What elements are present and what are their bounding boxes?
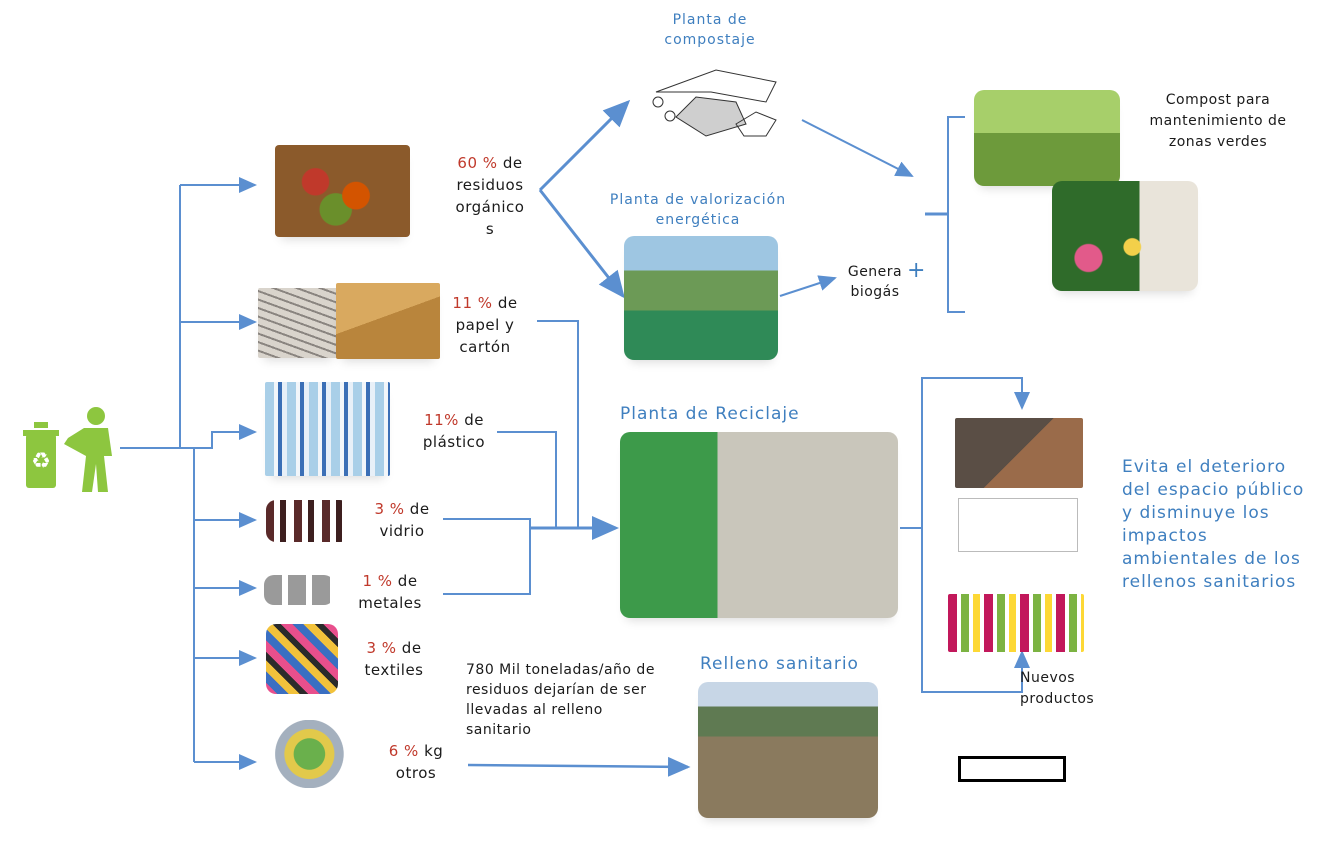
organic-waste-image: [275, 145, 410, 237]
textiles-label: 3 % de textiles: [364, 639, 424, 679]
benefit-message: Evita el deterioro del espacio público y…: [1122, 457, 1305, 592]
compost-plant-title: Planta de compostaje: [664, 12, 756, 48]
wood-plastic-deck-image: [955, 418, 1083, 488]
energy-plant-image: [624, 236, 778, 360]
recycling-bin-person-icon: ♻: [14, 400, 120, 496]
paper-label: 11 % de papel y cartón: [452, 294, 518, 356]
profile-section-drawing: [958, 498, 1078, 552]
recycling-plant-image: [620, 432, 898, 618]
landfill-title: Relleno sanitario: [700, 654, 859, 674]
landfill-image: [698, 682, 878, 818]
plastic-label: 11% de plástico: [422, 411, 486, 451]
glass-label: 3 % de vidrio: [374, 500, 430, 540]
landfill-note: 780 Mil toneladas/año de residuos dejarí…: [466, 662, 655, 738]
biogas-label: Genera biogás: [847, 264, 903, 300]
recycling-plant-title: Planta de Reciclaje: [620, 404, 800, 424]
newspaper-image: [258, 288, 338, 358]
recycled-products-image: [948, 594, 1084, 652]
empty-box: [958, 756, 1066, 782]
metal-cans-image: [264, 575, 334, 605]
glass-bottles-image: [266, 500, 350, 542]
other-waste-image: [275, 720, 361, 788]
others-label: 6 % kg otros: [388, 742, 444, 782]
new-products-label: Nuevos productos: [1020, 670, 1095, 707]
compost-use-label: Compost para mantenimiento de zonas verd…: [1149, 92, 1287, 150]
compost-plant-diagram: [636, 62, 786, 156]
textiles-image: [266, 624, 338, 694]
energy-plant-title: Planta de valorización energética: [609, 192, 787, 228]
svg-text:♻: ♻: [31, 449, 51, 474]
plus-icon: +: [907, 258, 926, 283]
metals-label: 1 % de metales: [358, 572, 422, 612]
park-image: [974, 90, 1120, 186]
garden-image: [1052, 181, 1198, 291]
plastic-bottles-image: [265, 382, 390, 476]
cardboard-box-image: [336, 283, 440, 359]
organic-label: 60 % de residuos orgánico s: [455, 154, 525, 238]
